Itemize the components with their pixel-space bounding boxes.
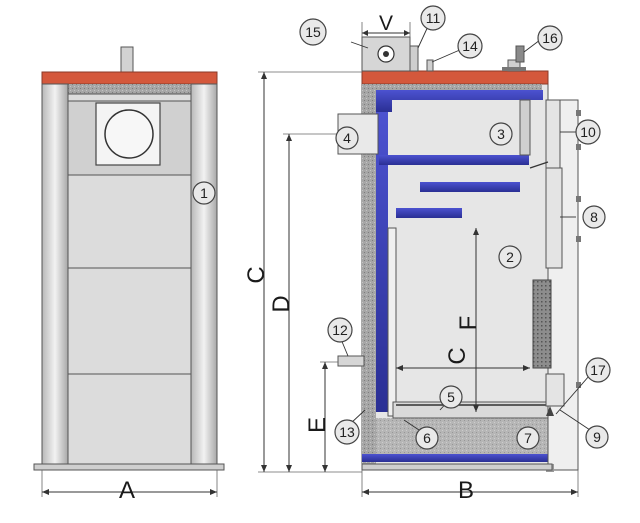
dimension-c: C	[243, 71, 362, 473]
section-view	[337, 36, 581, 472]
dimension-label-a: A	[119, 477, 135, 504]
svg-text:16: 16	[542, 30, 558, 46]
loading-door	[545, 167, 563, 269]
svg-text:17: 17	[590, 362, 606, 378]
front-right-column	[190, 83, 218, 465]
dimension-label-e: E	[304, 417, 331, 433]
svg-text:10: 10	[580, 124, 596, 140]
front-jacket-segment	[519, 99, 531, 156]
callout-9: 9	[585, 425, 609, 449]
hinge	[576, 382, 581, 388]
hinge	[576, 144, 581, 150]
callout-13: 13	[334, 419, 360, 445]
dimension-inner-width: C	[396, 347, 530, 371]
front-door-column	[547, 99, 579, 471]
dimension-label-f: F	[455, 316, 482, 331]
svg-text:4: 4	[343, 130, 351, 146]
jacket-top	[376, 90, 543, 112]
jacket-bottom	[362, 454, 552, 462]
hinge	[576, 236, 581, 242]
svg-text:1: 1	[200, 185, 208, 201]
outlet-pipe-11	[409, 45, 419, 72]
svg-text:2: 2	[506, 249, 514, 265]
dimension-v: V	[361, 12, 411, 37]
front-top-insulation	[62, 84, 197, 94]
ash-door	[545, 373, 565, 407]
callout-17: 17	[585, 357, 611, 383]
svg-text:15: 15	[305, 24, 321, 40]
callout-5: 5	[439, 385, 463, 409]
jacket-rear-wall	[376, 112, 388, 412]
front-flue-pipe	[120, 46, 134, 75]
svg-text:5: 5	[447, 389, 455, 405]
dimension-label-v: V	[379, 12, 393, 35]
firebox-liner	[387, 227, 397, 417]
dimension-label-b: B	[458, 477, 474, 504]
primary-air-grate	[532, 279, 552, 369]
dimension-label-c: C	[243, 266, 270, 283]
svg-text:13: 13	[339, 424, 355, 440]
callout-4: 4	[335, 126, 359, 150]
callout-3: 3	[489, 122, 513, 146]
hinge	[576, 196, 581, 202]
svg-text:14: 14	[462, 38, 478, 54]
section-top-plate	[361, 70, 549, 85]
callout-8: 8	[582, 205, 606, 229]
callout-14: 14	[457, 33, 483, 59]
svg-text:8: 8	[590, 209, 598, 225]
front-inspection-port	[104, 109, 154, 159]
section-rear-insulation	[362, 84, 376, 464]
svg-text:9: 9	[593, 429, 601, 445]
svg-text:11: 11	[426, 10, 441, 26]
dimension-d: D	[268, 133, 338, 472]
sensor-socket-14	[426, 59, 434, 72]
callout-15: 15	[299, 18, 327, 46]
svg-text:3: 3	[497, 126, 505, 142]
callout-16: 16	[537, 25, 563, 51]
svg-text:12: 12	[332, 322, 348, 338]
hinge	[576, 110, 581, 116]
callout-2: 2	[498, 245, 522, 269]
callout-10: 10	[575, 119, 601, 145]
dimension-label-d: D	[268, 295, 295, 312]
baffle-lower	[396, 208, 462, 218]
front-view	[33, 46, 225, 471]
callout-6: 6	[415, 426, 439, 450]
baffle-upper	[420, 182, 520, 192]
callout-12: 12	[327, 317, 353, 343]
return-pipe-12	[337, 355, 365, 367]
front-top-plate	[41, 71, 218, 85]
dimension-label-c-inner: C	[444, 347, 471, 364]
dimension-a: A	[41, 470, 218, 504]
dimension-f: F	[455, 228, 482, 412]
callout-1: 1	[192, 181, 216, 205]
dimension-e: E	[304, 361, 338, 472]
front-left-column	[41, 83, 69, 465]
dimension-b: B	[361, 470, 579, 504]
front-base	[33, 463, 225, 471]
heat-exchanger-shelf	[379, 155, 529, 165]
callout-11: 11	[420, 5, 446, 31]
svg-text:6: 6	[423, 430, 431, 446]
section-base	[361, 463, 553, 471]
callout-7: 7	[516, 426, 540, 450]
svg-text:7: 7	[524, 430, 532, 446]
